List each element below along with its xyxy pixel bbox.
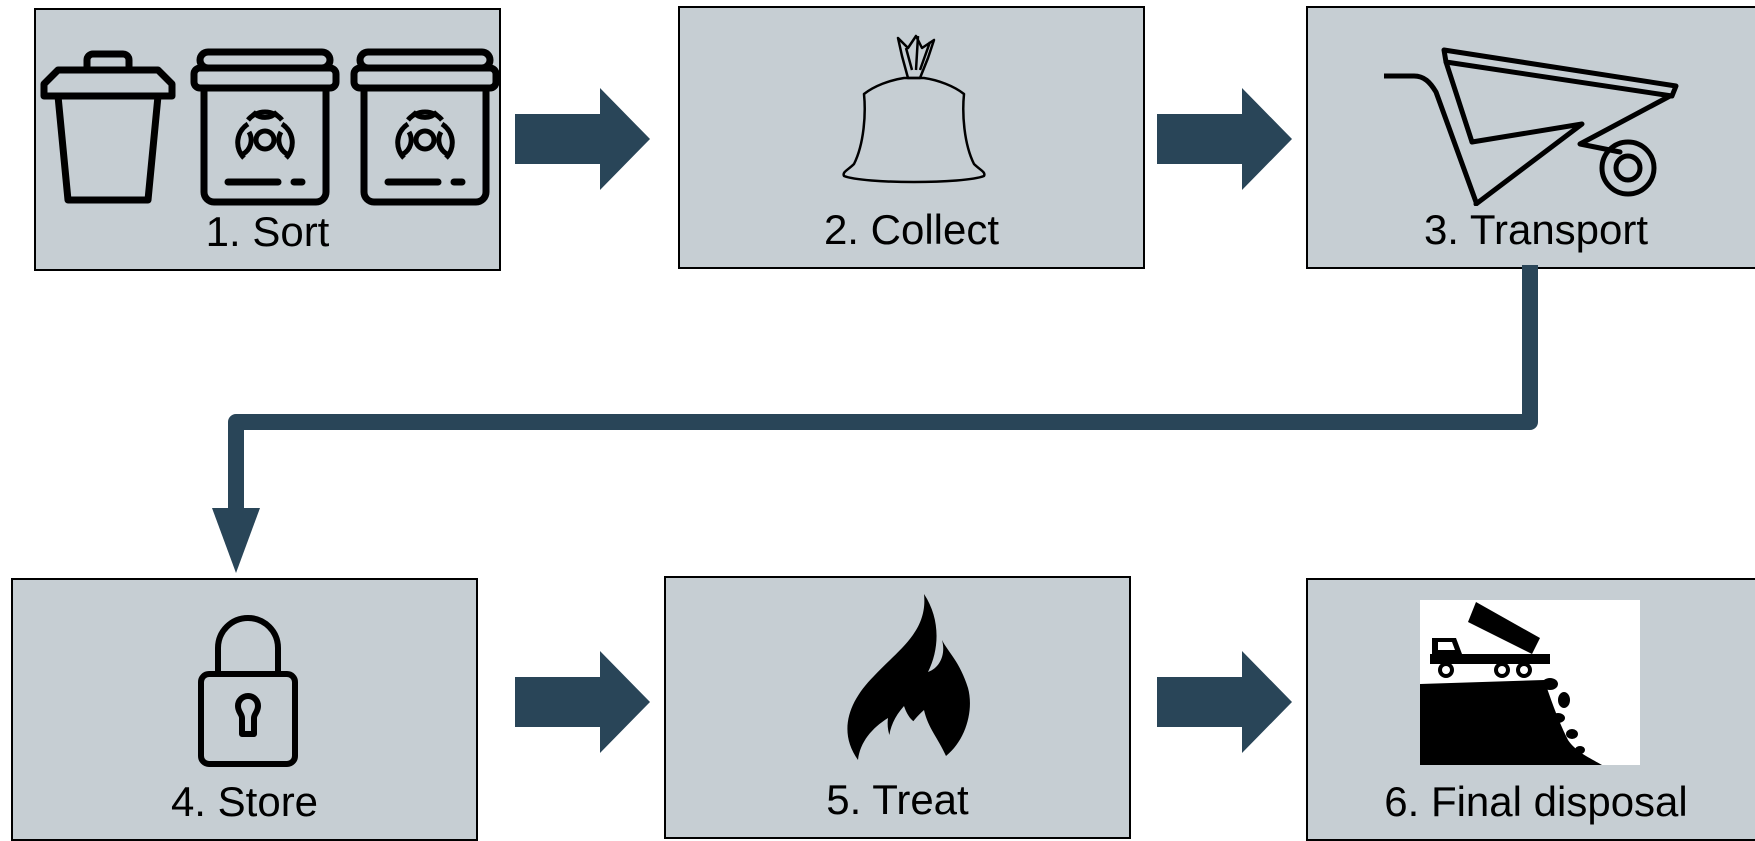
dump-truck-landfill-icon [1420,600,1640,765]
arrow-right [1157,88,1292,190]
arrow-right [515,88,650,190]
step-sort: 1. Sort [34,8,501,271]
step-label: 5. Treat [826,776,969,823]
arrow-right [515,651,650,753]
wheelbarrow-icon [1384,47,1679,206]
step-label: 6. Final disposal [1384,778,1688,825]
arrow-right [1157,651,1292,753]
step-store: 4. Store [11,578,478,841]
step-label: 4. Store [170,778,319,825]
step-dispose: 6. Final disposal [1306,578,1755,841]
flame-icon [847,594,970,760]
padlock-icon [198,615,298,767]
connector-arrow [212,265,1538,573]
step-transport: 3. Transport [1306,6,1755,269]
step-label: 3. Transport [1423,206,1649,253]
step-collect: 2. Collect [678,6,1145,269]
step-label: 1. Sort [205,208,330,255]
waste-bag-icon [842,34,986,184]
step-treat: 5. Treat [664,576,1131,839]
sorting-bins-icon [40,48,500,206]
step-label: 2. Collect [823,206,1000,253]
